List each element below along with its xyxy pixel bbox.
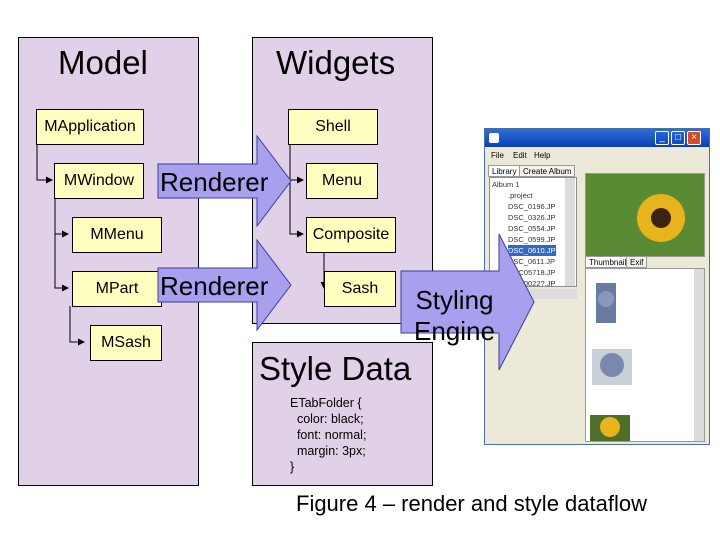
node-sash: Sash <box>324 271 396 307</box>
node-menu: Menu <box>306 163 378 199</box>
node-mpart: MPart <box>72 271 162 307</box>
styling-engine-arrow <box>400 233 535 371</box>
tree-item[interactable]: DSC_0611.JP <box>508 257 555 266</box>
style-data-panel <box>252 342 433 486</box>
tree-item[interactable]: DSC_0599.JP <box>508 235 556 244</box>
styling-engine-label: Styling Engine <box>414 285 495 346</box>
widgets-title: Widgets <box>276 44 396 81</box>
style-data-title: Style Data <box>259 350 412 387</box>
tab-library[interactable]: Library <box>488 165 521 177</box>
app-titlebar: _ □ × <box>485 129 709 147</box>
preview-photo <box>585 173 705 257</box>
model-title: Model <box>58 44 148 81</box>
tree-scrollbar[interactable] <box>565 178 575 286</box>
style-data-code: ETabFolder { color: black; font: normal;… <box>290 396 367 474</box>
tree-item-selected[interactable]: DSC_0610.JP <box>508 245 556 256</box>
tree-item[interactable]: DSC_0326.JP <box>508 213 556 222</box>
tree-item[interactable]: DSC0022?.JP <box>508 279 556 287</box>
tree-item[interactable]: DSC05718.JP <box>508 268 556 277</box>
menu-help[interactable]: Help <box>534 151 551 160</box>
renderer-arrow-bottom <box>157 239 292 331</box>
close-button[interactable]: × <box>687 131 701 145</box>
node-composite: Composite <box>306 217 396 253</box>
tree-item[interactable]: DSC_0554.JP <box>508 224 556 233</box>
minimize-button[interactable]: _ <box>655 131 669 145</box>
tree-item[interactable]: DSC_0196.JP <box>508 202 556 211</box>
menu-file[interactable]: File <box>491 151 504 160</box>
tree-hscrollbar[interactable] <box>489 289 577 299</box>
tree-item[interactable]: .project <box>508 191 533 200</box>
tree-item[interactable]: Album 1 <box>492 180 520 189</box>
node-mapplication: MApplication <box>36 109 144 145</box>
node-mwindow: MWindow <box>54 163 144 199</box>
node-shell: Shell <box>288 109 378 145</box>
thumbnail-images <box>590 283 632 441</box>
thumbnail-pane <box>585 268 705 442</box>
sunflower-image <box>586 174 704 256</box>
renderer-arrow-top <box>157 135 292 227</box>
renderer-label-bottom: Renderer <box>160 271 269 301</box>
thumbnail-scrollbar[interactable] <box>694 269 704 441</box>
app-menubar: File Edit Help <box>485 149 709 163</box>
tab-create-album[interactable]: Create Album <box>519 165 576 177</box>
menu-edit[interactable]: Edit <box>513 151 527 160</box>
node-mmenu: MMenu <box>72 217 162 253</box>
maximize-button[interactable]: □ <box>671 131 685 145</box>
figure-caption: Figure 4 – render and style dataflow <box>296 491 647 516</box>
node-msash: MSash <box>90 325 162 361</box>
tab-exif[interactable]: Exif <box>626 256 648 268</box>
window-icon <box>489 133 499 143</box>
renderer-label-top: Renderer <box>160 167 269 197</box>
